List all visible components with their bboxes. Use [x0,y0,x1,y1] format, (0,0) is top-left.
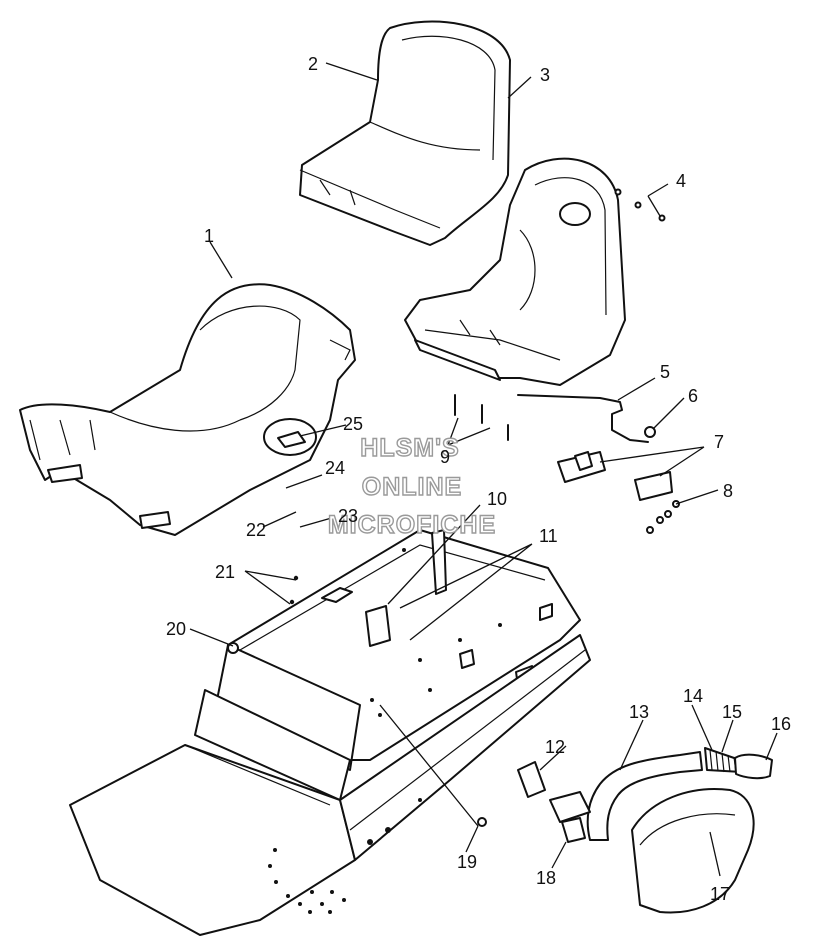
callout-4: 4 [676,171,686,191]
callout-17: 17 [710,884,730,904]
callout-5: 5 [660,362,670,382]
callout-23: 23 [338,506,358,526]
leader-lines [189,62,778,877]
callout-15: 15 [722,702,742,722]
callout-16: 16 [771,714,791,734]
callout-12: 12 [545,737,565,757]
seat-shell [404,157,626,386]
callout-10: 10 [487,489,507,509]
callout-19: 19 [457,852,477,872]
seat-cushion [299,20,511,246]
watermark-line-1: HLSM'S [360,434,459,462]
callout-9: 9 [440,447,450,467]
callout-numbers: 1 2 3 4 5 6 7 8 9 10 11 12 13 14 15 16 1… [166,54,791,904]
callout-2: 2 [308,54,318,74]
callout-20: 20 [166,619,186,639]
callout-13: 13 [629,702,649,722]
callout-22: 22 [246,520,266,540]
seat-latch [454,394,680,534]
watermark: HLSM'S ONLINE MICROFICHE [327,433,496,539]
seat-assembly [19,283,356,536]
callout-7: 7 [714,432,724,452]
callout-1: 1 [204,226,214,246]
chassis-frame [69,529,591,936]
callout-21: 21 [215,562,235,582]
callout-14: 14 [683,686,703,706]
callout-11: 11 [539,526,558,546]
screws-4 [614,188,666,222]
callout-25: 25 [343,414,363,434]
watermark-line-2: ONLINE [362,473,462,501]
callout-6: 6 [688,386,698,406]
callout-3: 3 [540,65,550,85]
grab-handle [477,747,773,914]
callout-8: 8 [723,481,733,501]
watermark-line-3: MICROFICHE [328,511,496,539]
callout-24: 24 [325,458,345,478]
callout-18: 18 [536,868,556,888]
